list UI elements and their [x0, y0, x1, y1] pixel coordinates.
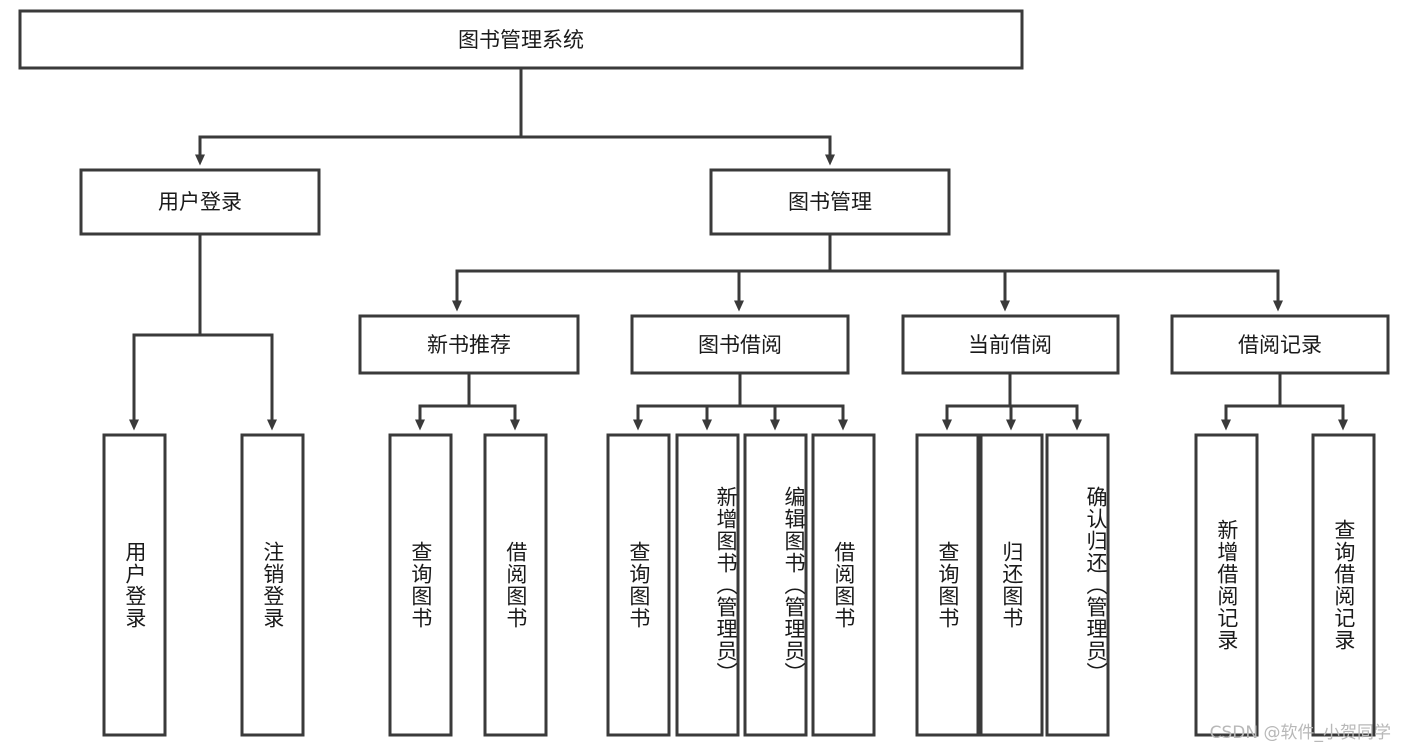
node-leaf-borrow-book-2[interactable] — [811, 433, 876, 737]
node-user-login-label: 用户登录 — [158, 190, 242, 214]
node-borrow-record-label: 借阅记录 — [1238, 333, 1322, 357]
node-new-book-recommend[interactable]: 新书推荐 — [358, 314, 580, 375]
node-leaf-logout-login[interactable] — [240, 433, 305, 737]
node-user-login[interactable]: 用户登录 — [79, 168, 321, 236]
node-leaf-query-book-3[interactable] — [915, 433, 980, 737]
node-book-management-label: 图书管理 — [788, 190, 872, 214]
node-current-borrow[interactable]: 当前借阅 — [901, 314, 1120, 375]
node-borrow-record[interactable]: 借阅记录 — [1170, 314, 1390, 375]
csdn-watermark: CSDN @软件_小贺同学 — [1209, 723, 1391, 743]
node-new-book-recommend-label: 新书推荐 — [427, 333, 511, 357]
connector-layer — [129, 66, 1348, 431]
node-book-borrow[interactable]: 图书借阅 — [630, 314, 850, 375]
node-layer: 图书管理系统 用户登录 图书管理 新书推荐 图书借阅 当前 — [18, 9, 1390, 737]
node-root[interactable]: 图书管理系统 — [18, 9, 1024, 70]
node-leaf-query-borrow-record[interactable] — [1311, 433, 1376, 737]
node-leaf-query-book-1[interactable] — [388, 433, 453, 737]
node-leaf-add-book-admin[interactable] — [675, 433, 740, 737]
node-leaf-user-login[interactable] — [102, 433, 167, 737]
node-root-label: 图书管理系统 — [458, 28, 584, 52]
node-leaf-query-book-2[interactable] — [606, 433, 671, 737]
node-book-borrow-label: 图书借阅 — [698, 333, 782, 357]
node-leaf-edit-book-admin[interactable] — [743, 433, 808, 737]
node-leaf-confirm-return-admin[interactable] — [1045, 433, 1110, 737]
node-leaf-add-borrow-record[interactable] — [1194, 433, 1259, 737]
node-leaf-return-book[interactable] — [979, 433, 1044, 737]
node-leaf-borrow-book-1[interactable] — [483, 433, 548, 737]
node-current-borrow-label: 当前借阅 — [968, 333, 1052, 357]
node-book-management[interactable]: 图书管理 — [709, 168, 951, 236]
